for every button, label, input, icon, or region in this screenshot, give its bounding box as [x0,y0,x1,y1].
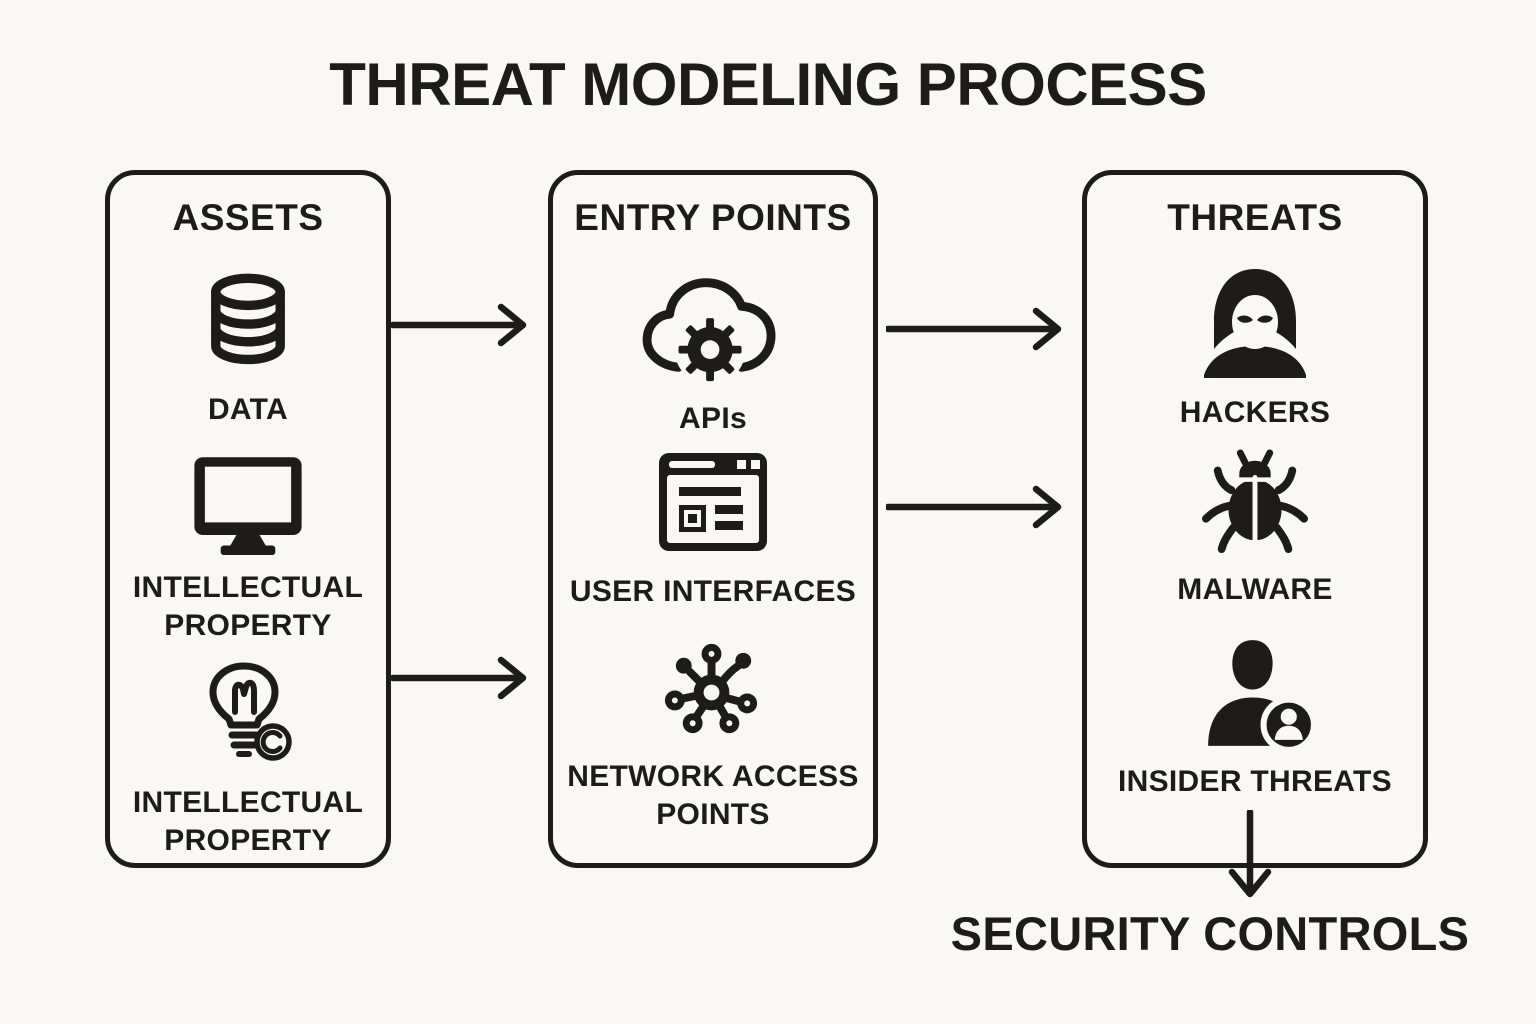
asset-label-intellectual-property-2: INTELLECTUAL PROPERTY [132,786,364,857]
cloud-gear-icon [642,278,776,386]
entry-points-box: ENTRY POINTS APIs [548,170,878,868]
arrow-entry-to-threats-middle [886,485,1062,529]
entry-points-header: ENTRY POINTS [574,197,852,238]
bug-icon [1201,449,1309,554]
entry-item-apis: APIs [553,265,873,438]
arrow-threats-to-security-controls [1228,810,1272,898]
threats-header: THREATS [1167,197,1343,238]
entry-label-apis: APIs [679,402,747,435]
gear-glyph [678,318,742,382]
asset-item-intellectual-property-2: INTELLECTUAL PROPERTY [110,662,386,860]
database-icon [211,273,285,365]
arrow-assets-to-entry-top [391,303,527,347]
asset-item-data: DATA [110,267,386,429]
arrow-entry-to-threats-top [886,307,1062,351]
entry-item-network-access-points: NETWORK ACCESS POINTS [553,640,873,834]
threat-item-insider-threats: INSIDER THREATS [1087,635,1423,801]
threats-box: THREATS HACKERS [1082,170,1428,868]
browser-window-icon [659,453,767,551]
entry-label-network-access-points: NETWORK ACCESS POINTS [567,760,859,831]
monitor-icon [194,457,302,555]
lightbulb-copyright-icon [209,662,292,761]
entry-label-user-interfaces: USER INTERFACES [569,575,857,608]
arrow-assets-to-entry-bottom [391,656,527,700]
entry-item-user-interfaces: USER INTERFACES [553,447,873,611]
asset-item-intellectual-property-1: INTELLECTUAL PROPERTY [110,453,386,645]
threat-label-insider-threats: INSIDER THREATS [1118,765,1392,798]
threat-item-malware: MALWARE [1087,447,1423,609]
assets-box: ASSETS DATA INTELLECTUAL PROPERTY [105,170,391,868]
asset-label-intellectual-property-1: INTELLECTUAL PROPERTY [132,571,364,642]
threat-item-hackers: HACKERS [1087,260,1423,432]
hacker-hood-icon [1204,269,1306,378]
security-controls-label: SECURITY CONTROLS [950,907,1470,960]
asset-label-data: DATA [207,393,289,426]
assets-header: ASSETS [172,197,324,238]
page-title: THREAT MODELING PROCESS [329,51,1207,118]
network-hub-icon [664,643,758,734]
threat-label-hackers: HACKERS [1179,396,1331,429]
threat-label-malware: MALWARE [1177,573,1333,606]
person-badge-icon [1208,640,1317,751]
